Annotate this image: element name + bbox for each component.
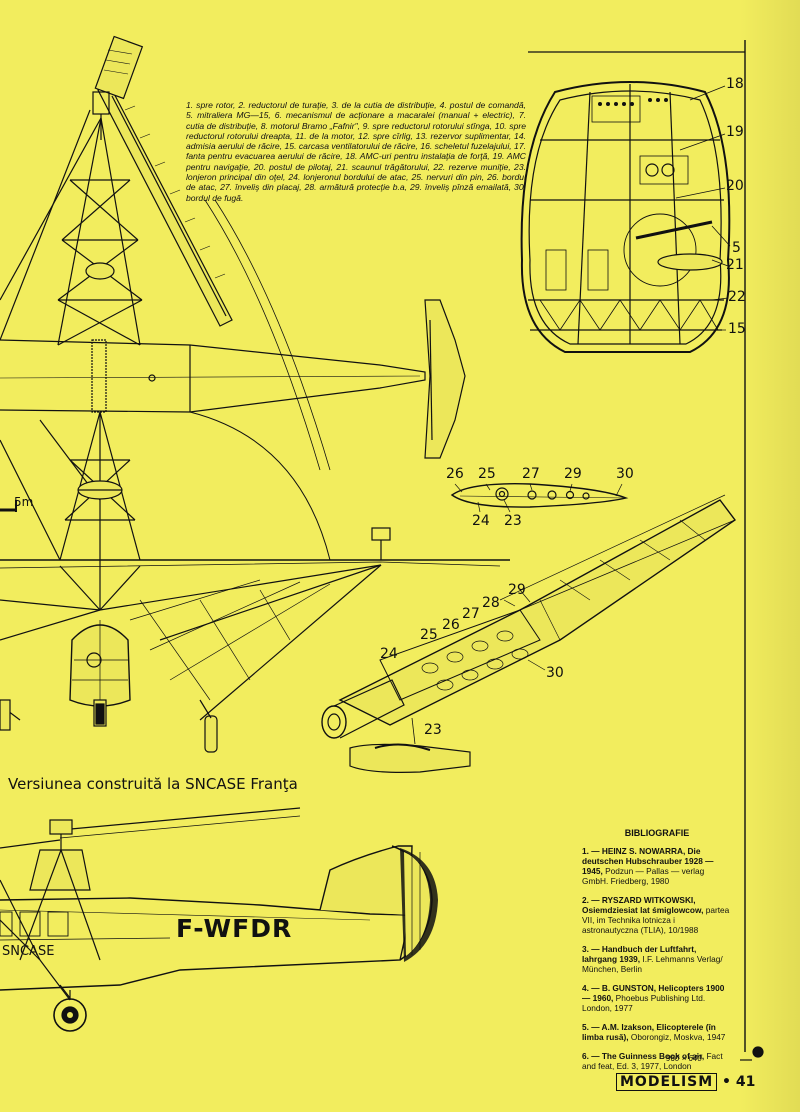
callout-18: 18 (726, 76, 744, 92)
page-edge-shadow (740, 0, 800, 1112)
callout-5: 5 (732, 240, 741, 256)
callout-19: 19 (726, 124, 744, 140)
fuselage-label: SNCASE (2, 944, 55, 959)
page-number: 41 (735, 1074, 756, 1090)
print-scale-note: 960 × 640 (666, 1054, 702, 1063)
blade-callout-28: 28 (482, 595, 500, 611)
bibliography-entry: 1. — HEINZ S. NOWARRA, Die deutschen Hub… (582, 846, 714, 886)
blade-callout-27: 27 (462, 606, 480, 622)
bibliography: BIBLIOGRAFIE 1. — HEINZ S. NOWARRA, Die … (582, 828, 732, 1080)
registration-marking: F-WFDR (176, 914, 293, 943)
bibliography-entry: 2. — RYSZARD WITKOWSKI, Osiemdziesiat la… (582, 895, 730, 935)
helicopter-front-view (0, 527, 510, 753)
blade-callout-26: 26 (442, 617, 460, 633)
airfoil-callout-23: 23 (504, 513, 522, 529)
airfoil-callout-29: 29 (564, 466, 582, 482)
blade-callout-29: 29 (508, 582, 526, 598)
parts-legend: 1. spre rotor, 2. reductorul de turaţie,… (186, 100, 526, 203)
fuselage-side-top (0, 199, 466, 561)
lower-pylon-side (0, 411, 141, 561)
cockpit-cross-section (520, 81, 731, 353)
airfoil-callout-24: 24 (472, 513, 490, 529)
callout-22: 22 (728, 289, 746, 305)
blade-airfoil-section (450, 483, 629, 513)
airfoil-callout-26: 26 (446, 466, 464, 482)
scale-label: 5m (14, 495, 34, 509)
blade-callout-30: 30 (546, 665, 564, 681)
callout-21: 21 (726, 257, 744, 273)
bibliography-entry: 4. — B. GUNSTON, Helicopters 1900 — 1960… (582, 983, 725, 1013)
bibliography-entry: 5. — A.M. Izakson, Elicopterele (în limb… (582, 1022, 726, 1042)
magazine-brand: MODELISM (616, 1073, 718, 1091)
callout-20: 20 (726, 178, 744, 194)
rotor-pylon-side (0, 35, 233, 346)
page-footer: MODELISM • 41 (616, 1073, 755, 1091)
blade-callout-24: 24 (380, 646, 398, 662)
blade-callout-23: 23 (424, 722, 442, 738)
bibliography-entry: 3. — Handbuch der Luftfahrt, Iahrgang 19… (582, 944, 723, 974)
bibliography-title: BIBLIOGRAFIE (624, 828, 690, 838)
airfoil-callout-27: 27 (522, 466, 540, 482)
airfoil-callout-25: 25 (478, 466, 496, 482)
blade-cutaway-isometric (321, 494, 736, 773)
section-title: Versiunea construită la SNCASE Franţa (8, 775, 298, 793)
scale-bar (0, 500, 17, 512)
bullet: • (722, 1074, 736, 1090)
blade-callout-25: 25 (420, 627, 438, 643)
airfoil-callout-30: 30 (616, 466, 634, 482)
sncase-side-view (0, 807, 438, 1032)
bibliography-entry: 6. — The Guinness Book of air, Fact and … (582, 1051, 723, 1071)
callout-15: 15 (728, 321, 746, 337)
page-dot (752, 1046, 764, 1058)
